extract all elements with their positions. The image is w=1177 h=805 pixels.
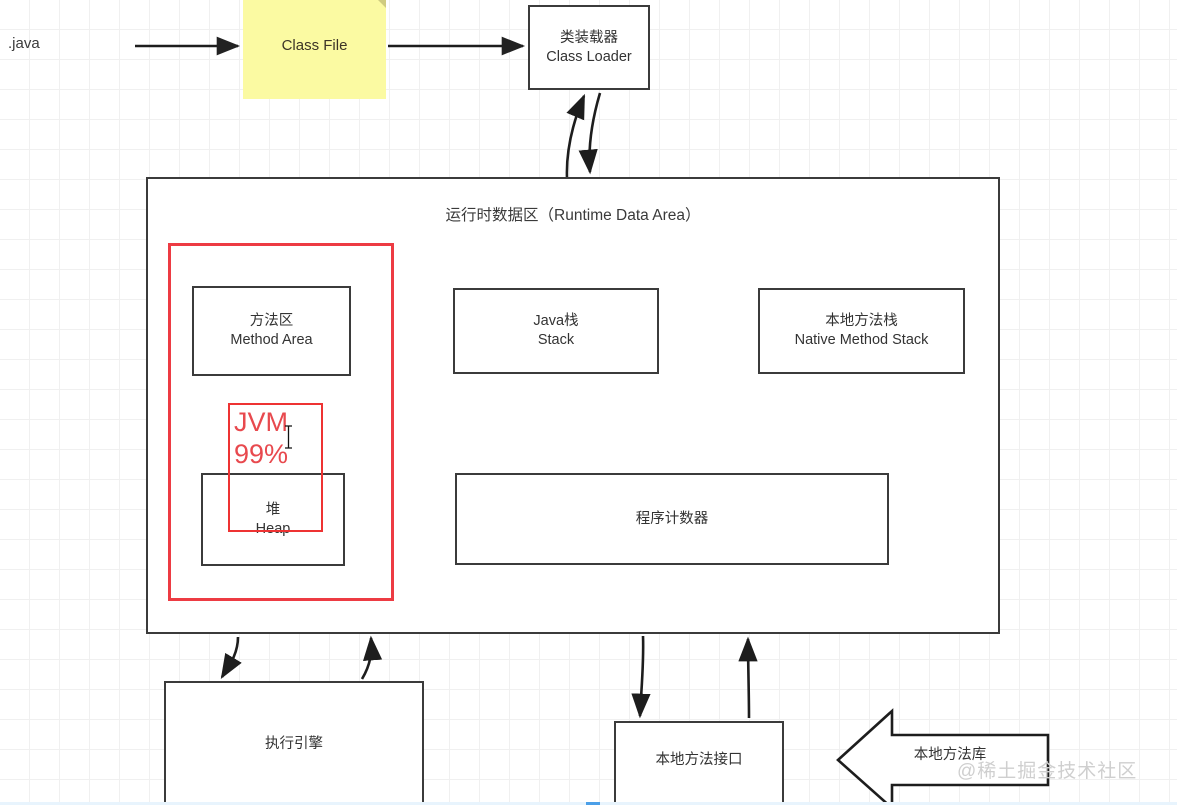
node-java-source: .java xyxy=(8,32,98,56)
annotation-jvm-99-percent[interactable]: JVM 99% xyxy=(228,403,323,532)
arrow-runtime-to-classloader xyxy=(565,93,586,179)
watermark: @稀土掘金技术社区 xyxy=(957,758,1172,786)
horizontal-scrollbar-thumb[interactable] xyxy=(586,802,600,805)
node-native-method-stack: 本地方法栈 Native Method Stack xyxy=(758,288,965,374)
java-stack-label: Java栈 Stack xyxy=(533,313,579,348)
horizontal-scrollbar[interactable] xyxy=(0,802,1177,805)
node-class-loader: 类装载器 Class Loader xyxy=(528,5,650,90)
arrow-execengine-to-runtime xyxy=(360,635,383,680)
node-program-counter: 程序计数器 xyxy=(455,473,889,565)
native-method-stack-label: 本地方法栈 Native Method Stack xyxy=(794,313,929,348)
sticky-note-fold-corner-icon xyxy=(370,0,386,8)
jvm-note-label: JVM 99% xyxy=(234,407,289,469)
node-execution-engine: 执行引擎 xyxy=(164,681,424,805)
java-source-label: .java xyxy=(8,35,40,53)
class-loader-label: 类装载器 Class Loader xyxy=(546,29,632,65)
method-area-label: 方法区 Method Area xyxy=(230,313,313,348)
program-counter-label: 程序计数器 xyxy=(635,510,709,527)
node-java-stack: Java栈 Stack xyxy=(453,288,659,374)
runtime-data-area-label: 运行时数据区（Runtime Data Area） xyxy=(445,207,701,224)
heap-label: 堆 Heap xyxy=(255,501,291,537)
arrow-nativeinterface-to-runtime xyxy=(738,636,758,719)
arrow-runtime-to-nativeinterface xyxy=(631,635,651,719)
arrow-classloader-to-runtime xyxy=(578,92,602,175)
node-native-method-interface: 本地方法接口 xyxy=(614,721,784,805)
highlight-region-red xyxy=(168,243,394,601)
native-method-library-label: 本地方法库 xyxy=(913,746,987,763)
watermark-label: @稀土掘金技术社区 xyxy=(957,760,1138,782)
native-method-interface-label: 本地方法接口 xyxy=(655,752,743,768)
node-class-file: Class File xyxy=(243,0,386,99)
node-method-area: 方法区 Method Area xyxy=(192,286,351,376)
arrow-runtime-to-execengine xyxy=(220,636,242,680)
execution-engine-label: 执行引擎 xyxy=(265,736,323,752)
node-native-method-library: 本地方法库 xyxy=(880,742,1020,768)
class-file-label: Class File xyxy=(281,36,348,54)
